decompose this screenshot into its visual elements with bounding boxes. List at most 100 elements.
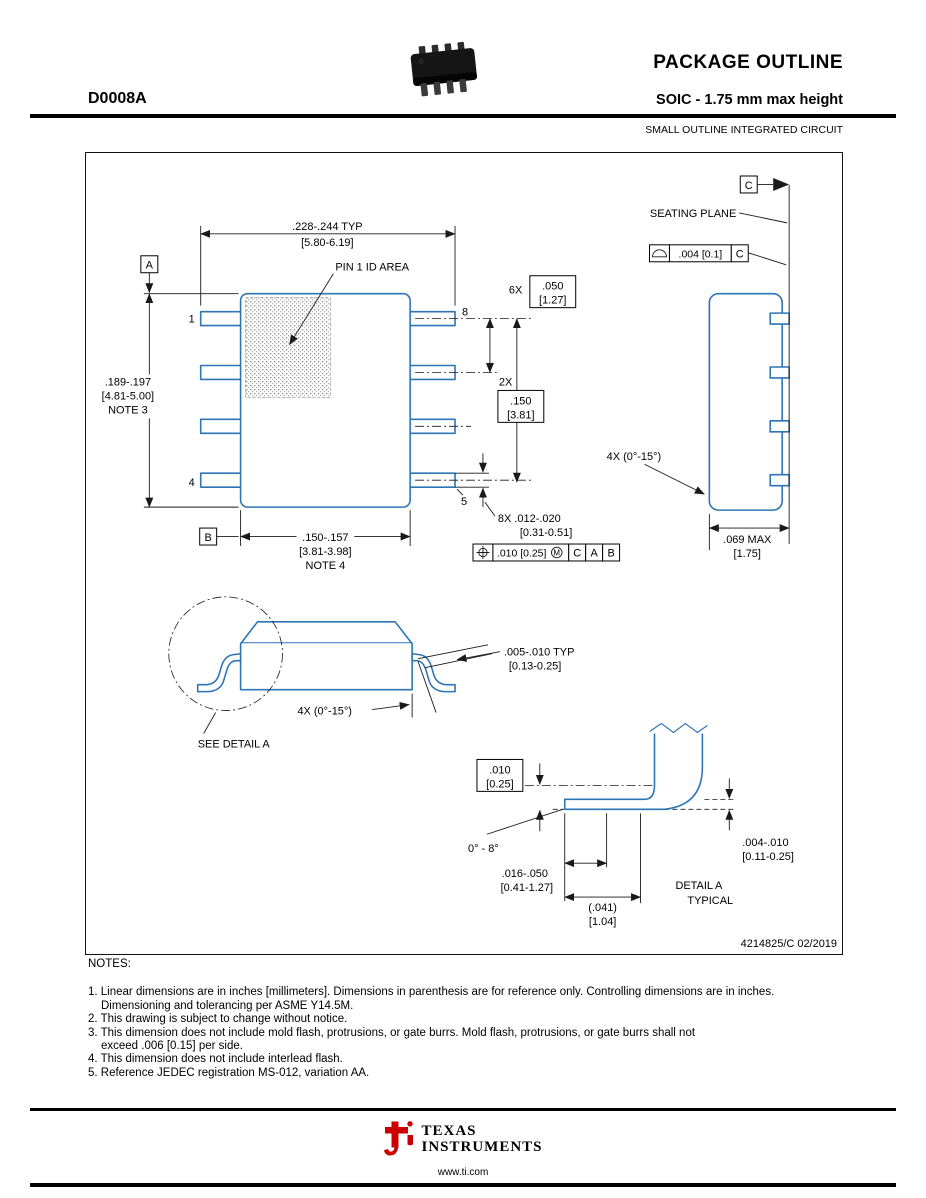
lead-width-line2: [0.31-0.51] — [520, 527, 572, 539]
website-link[interactable]: www.ti.com — [437, 1167, 489, 1178]
overall-width-dim: .228-.244 TYP [5.80-6.19] — [200, 221, 456, 306]
note-1-cont: Dimensioning and tolerancing per ASME Y1… — [101, 999, 354, 1012]
max-height-line1: .069 MAX — [723, 534, 772, 546]
pitch-dim: 6X .050 [1.27] — [485, 275, 577, 373]
pin1-id-label: PIN 1 ID AREA — [335, 262, 409, 274]
body-width-line2: [3.81-3.98] — [299, 546, 351, 558]
gauge-plane-line1: .010 — [489, 764, 510, 776]
mmc-modifier-letter: M — [553, 548, 560, 557]
body-width-line1: .150-.157 — [302, 532, 348, 544]
top-view — [199, 292, 533, 508]
standoff-dim: .004-.010 [0.11-0.25] — [725, 778, 794, 863]
side-lead-angle-label: 4X (0°-15°) — [607, 451, 662, 463]
body-width-line3: NOTE 4 — [306, 560, 346, 572]
foot-angle-dim: 0° - 8° — [468, 808, 563, 855]
pin-1-number: 1 — [189, 314, 195, 326]
notes-section: NOTES: 1. Linear dimensions are in inche… — [88, 958, 858, 1080]
pin-span-line2: [3.81] — [507, 409, 534, 421]
notes-heading: NOTES: — [88, 958, 131, 970]
pin-span-line1: .150 — [510, 395, 531, 407]
profile-datum: C — [736, 248, 744, 260]
ti-logo-icon — [383, 1120, 414, 1165]
foot-length-line2: [0.41-1.27] — [501, 882, 553, 894]
pin-4-number: 4 — [189, 477, 195, 489]
pin-span-dim: 2X .150 [3.81] — [497, 318, 545, 483]
footer-bottom-rule — [30, 1183, 896, 1187]
lead-width-dim: 8X .012-.020 [0.31-0.51] — [455, 453, 572, 539]
pin-8-number: 8 — [462, 307, 468, 319]
lead-ref-dim: (.041) [1.04] — [564, 813, 642, 928]
lead-thickness-dim: .005-.010 TYP [0.13-0.25] — [418, 644, 575, 673]
seating-plane-callout: SEATING PLANE — [650, 208, 788, 224]
profile-symbol-icon — [652, 249, 667, 258]
body-length-line2: [4.81-5.00] — [102, 390, 154, 402]
gauge-plane-dim: .010 [0.25] — [476, 758, 544, 832]
pin1-id-area — [245, 297, 331, 398]
body-length-line1: .189-.197 — [105, 376, 151, 388]
part-number: D0008A — [88, 90, 147, 107]
mmc-modifier-icon: M — [551, 546, 563, 559]
pitch-line2: [1.27] — [539, 295, 566, 307]
pin1-id-callout: PIN 1 ID AREA — [289, 262, 410, 345]
front-lead-angle-callout: 4X (0°-15°) — [297, 661, 437, 718]
lead-ref-line2: [1.04] — [589, 916, 616, 928]
front-lead-angle-label: 4X (0°-15°) — [297, 706, 352, 718]
overall-width-line2: [5.80-6.19] — [301, 237, 353, 249]
position-datum-2: A — [590, 547, 598, 559]
position-tolerance-value: .010 [0.25] — [497, 548, 547, 559]
datum-c-label: C — [745, 180, 753, 192]
package-family: SMALL OUTLINE INTEGRATED CIRCUIT — [645, 124, 843, 136]
side-lead-angle-callout: 4X (0°-15°) — [607, 451, 705, 495]
datum-b: B — [199, 527, 239, 546]
datum-a-label: A — [146, 260, 154, 272]
lead-thickness-line1: .005-.010 TYP — [504, 647, 575, 659]
package-type: SOIC - 1.75 mm max height — [656, 92, 843, 108]
overall-width-line1: .228-.244 TYP — [292, 221, 363, 233]
detail-a-label: DETAIL A TYPICAL — [675, 880, 733, 907]
footer-top-rule — [30, 1108, 896, 1111]
body-length-line3: NOTE 3 — [108, 404, 148, 416]
brand-lockup: TEXAS INSTRUMENTS — [0, 1120, 926, 1165]
front-view — [196, 621, 456, 693]
side-view — [708, 292, 790, 511]
see-detail-label: SEE DETAIL A — [198, 738, 271, 750]
note-5: 5. Reference JEDEC registration MS-012, … — [88, 1066, 370, 1079]
foot-angle-label: 0° - 8° — [468, 843, 499, 855]
note-2: 2. This drawing is subject to change wit… — [88, 1013, 348, 1026]
drawing-canvas: .228-.244 TYP [5.80-6.19] PIN 1 ID AREA … — [102, 175, 837, 950]
brand-wordmark: TEXAS INSTRUMENTS — [421, 1120, 542, 1155]
doc-number: 4214825/C 02/2019 — [741, 938, 837, 950]
foot-length-line1: .016-.050 — [502, 868, 548, 880]
brand-line1: TEXAS — [421, 1123, 477, 1139]
note-3-cont: exceed .006 [0.15] per side. — [101, 1040, 243, 1053]
standoff-line2: [0.11-0.25] — [742, 851, 794, 863]
max-height-line2: [1.75] — [734, 548, 761, 560]
note-1: 1. Linear dimensions are in inches [mill… — [88, 986, 775, 999]
max-height-dim: .069 MAX [1.75] — [708, 514, 790, 560]
profile-tolerance-value: .004 [0.1] — [679, 249, 723, 260]
datum-a: A — [140, 255, 159, 294]
body-length-dim: .189-.197 [4.81-5.00] NOTE 3 — [102, 293, 239, 508]
pin-5-number: 5 — [461, 496, 467, 508]
body-width-dim: .150-.157 [3.81-3.98] NOTE 4 — [240, 510, 411, 572]
position-symbol-icon — [476, 546, 490, 559]
note-4: 4. This dimension does not include inter… — [88, 1053, 343, 1066]
header-rule — [30, 114, 896, 118]
position-datum-3: B — [607, 547, 614, 559]
drawing-frame: .228-.244 TYP [5.80-6.19] PIN 1 ID AREA … — [85, 152, 843, 955]
see-detail-callout: SEE DETAIL A — [198, 712, 271, 750]
detail-a-subtitle: TYPICAL — [687, 895, 733, 907]
pitch-qty: 6X — [509, 285, 523, 297]
detail-a-title: DETAIL A — [675, 880, 723, 892]
position-datum-1: C — [573, 547, 581, 559]
chip-photo-icon — [397, 34, 492, 109]
detail-circle — [168, 596, 283, 711]
position-tolerance-frame: .010 [0.25] M C A B — [472, 543, 621, 562]
brand-line2: INSTRUMENTS — [421, 1138, 543, 1155]
datum-target-triangle-icon — [773, 177, 790, 191]
standoff-line1: .004-.010 — [742, 837, 788, 849]
seating-plane-label: SEATING PLANE — [650, 208, 736, 220]
datum-c: C — [739, 175, 790, 194]
lead-width-line1: 8X .012-.020 — [498, 513, 561, 525]
